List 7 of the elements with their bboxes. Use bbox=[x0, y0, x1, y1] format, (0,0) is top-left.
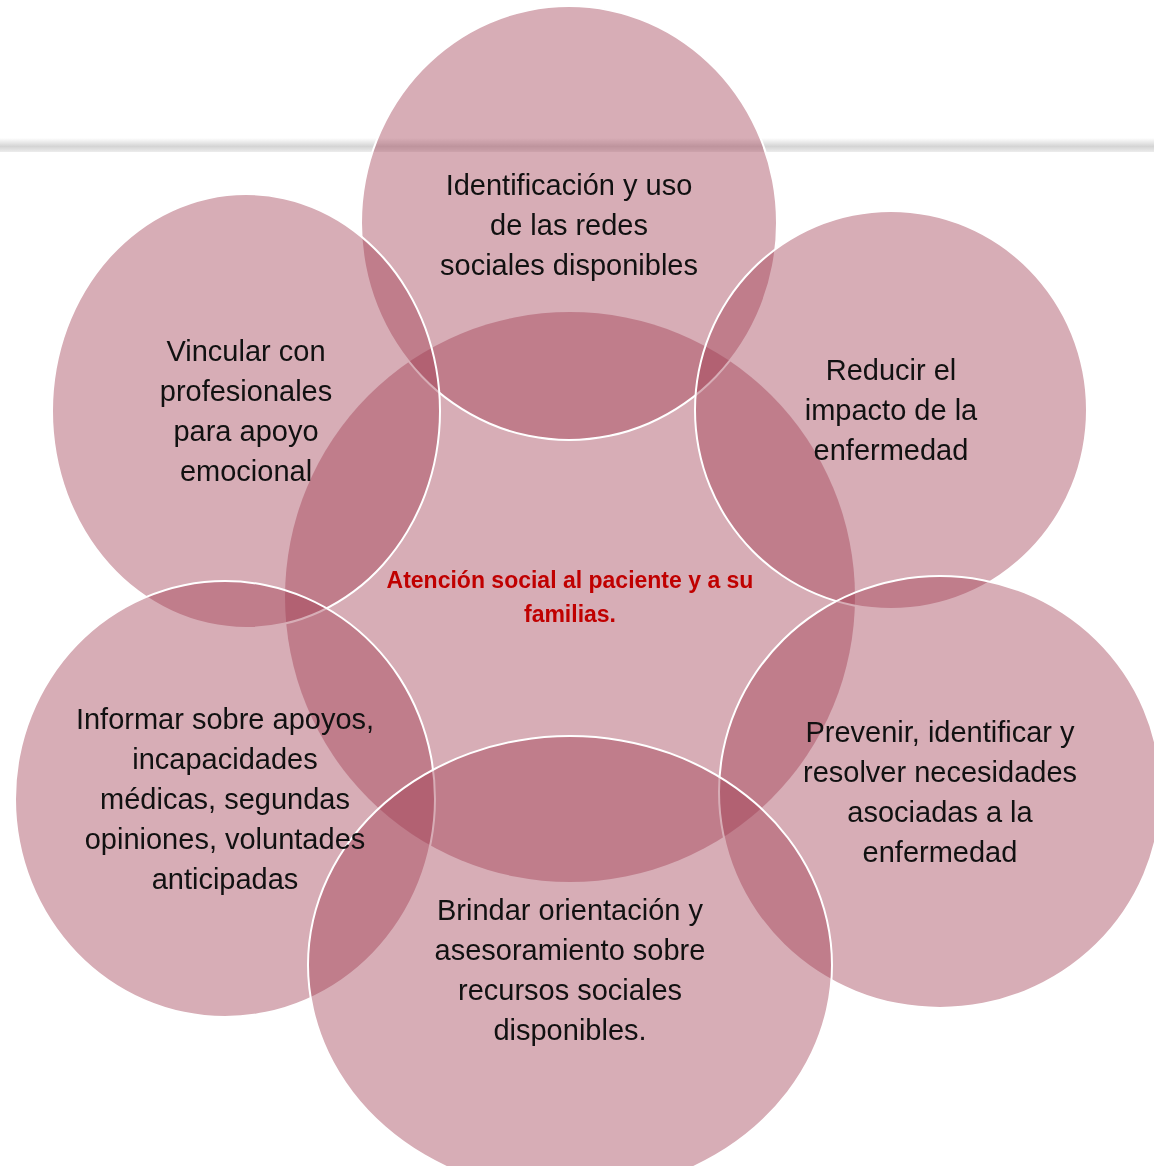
central-label: Atención social al paciente y a su familias. bbox=[385, 566, 755, 629]
circle-label: Prevenir, identificar y resolver necesidades asociadas a la enfermedad bbox=[801, 715, 1078, 870]
circle-label: Reducir el impacto de la enfermedad bbox=[803, 353, 979, 468]
circle-label: Informar sobre apoyos, incapacidades médicas, segundas opiniones, voluntades anticipadas bbox=[75, 702, 375, 897]
circle-label: Vincular con profesionales para apoyo emocional bbox=[158, 334, 334, 489]
circle-label: Brindar orientación y asesoramiento sobre recursos sociales disponibles. bbox=[433, 893, 707, 1048]
circle-label: Identificación y uso de las redes sociales disponibles bbox=[439, 168, 699, 283]
